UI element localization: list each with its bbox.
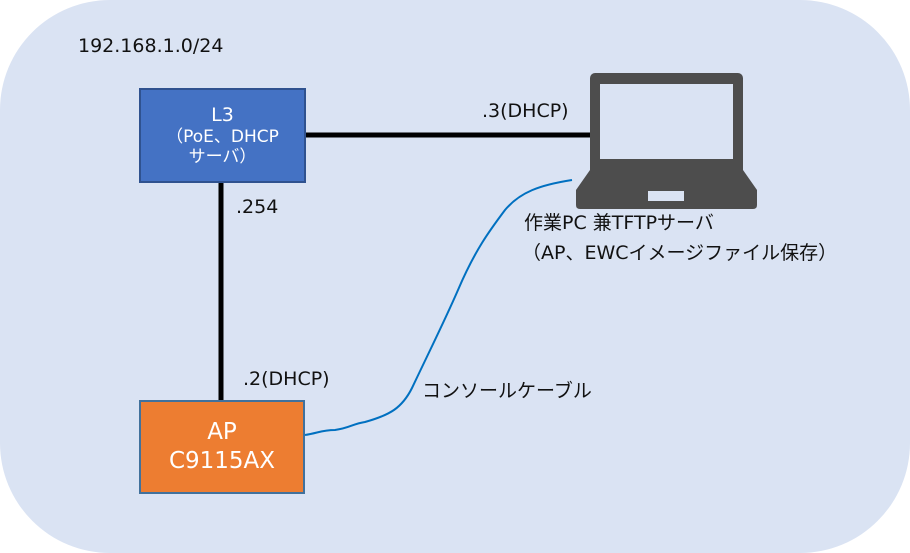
pc-desc-line2: （AP、EWCイメージファイル保存） [522,242,838,264]
l3-title: L3 [211,103,234,126]
ap-model: C9115AX [168,448,276,474]
console-cable [304,179,573,436]
ap-title: AP [207,419,237,446]
l3-address-label: .254 [236,196,279,218]
l3-switch-node: L3 （PoE、DHCP サーバ） [139,88,306,183]
network-address-label: 192.168.1.0/24 [78,35,224,57]
l3-desc-line2: サーバ） [188,146,257,167]
pc-desc-line1: 作業PC 兼TFTPサーバ [524,212,714,234]
ap-address-label: .2(DHCP) [243,368,330,390]
console-cable-label: コンソールケーブル [422,380,592,402]
pc-address-label: .3(DHCP) [482,100,569,122]
l3-desc-line1: （PoE、DHCP [166,126,279,147]
laptop-icon [576,73,757,209]
ap-node: AP C9115AX [139,400,305,494]
